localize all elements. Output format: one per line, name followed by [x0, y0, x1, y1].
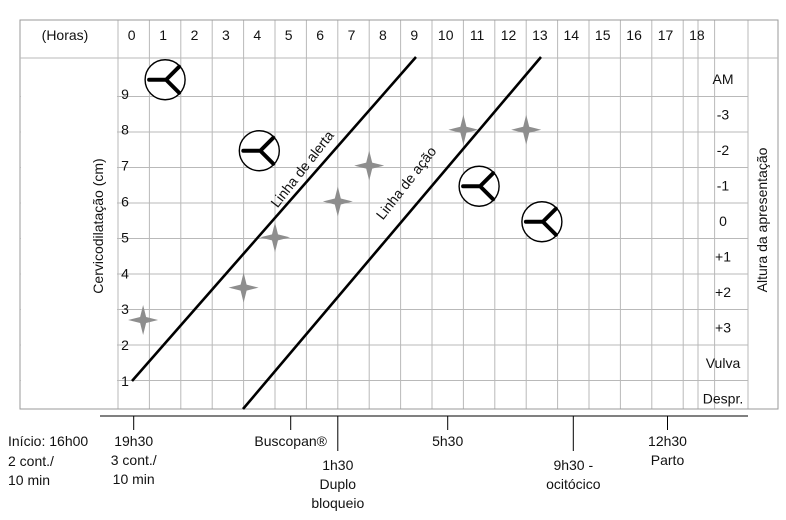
event-label: 19h30: [114, 433, 153, 449]
event-label: 1h30: [322, 457, 353, 473]
hour-label: 8: [379, 27, 387, 43]
event-label: 3 cont./: [111, 452, 157, 468]
hour-label: 3: [222, 27, 230, 43]
event-label: Buscopan®: [254, 433, 327, 449]
dilation-tick: 3: [121, 301, 129, 317]
event-label: 10 min: [113, 471, 155, 487]
hour-label: 10: [438, 27, 454, 43]
fetal-head-station-marker: [144, 59, 186, 101]
station-tick: 0: [719, 213, 727, 229]
hour-label: 14: [564, 27, 580, 43]
hour-label: 7: [348, 27, 356, 43]
station-tick: +1: [715, 248, 731, 264]
alert-line: [131, 56, 417, 382]
dilation-tick: 8: [121, 122, 129, 138]
dilation-ticks: 1 2 3 4 5 6 7 8 9: [121, 86, 129, 389]
hour-label: 2: [191, 27, 199, 43]
action-line: [242, 56, 542, 410]
event-label: Parto: [651, 452, 685, 468]
dilation-star-marker: [260, 222, 290, 253]
fetal-head-station-marker: [238, 130, 280, 172]
hour-label: 9: [410, 27, 418, 43]
dilation-star-marker: [322, 186, 353, 217]
event-label: bloqueio: [311, 495, 364, 511]
station-tick: AM: [713, 71, 734, 87]
dilation-star-marker: [511, 114, 542, 145]
dilation-tick: 4: [121, 265, 129, 281]
event-label: 9h30 -: [553, 457, 593, 473]
dilation-tick: 6: [121, 194, 129, 210]
dilation-tick: 2: [121, 337, 129, 353]
dilation-star-marker: [128, 304, 159, 335]
event-label: Duplo: [320, 476, 357, 492]
dilation-star-marker: [228, 272, 259, 303]
grid: [19, 19, 779, 410]
dilation-tick: 1: [121, 373, 129, 389]
station-tick: Vulva: [706, 355, 741, 371]
hour-label: 4: [253, 27, 261, 43]
hour-label: 16: [626, 27, 642, 43]
hour-label: 18: [689, 27, 705, 43]
grid-frame: [19, 19, 779, 410]
hour-label: 6: [316, 27, 324, 43]
station-markers: [144, 59, 563, 243]
station-tick: Despr.: [703, 390, 743, 406]
event-label: 12h30: [648, 433, 687, 449]
fetal-head-station-marker: [521, 201, 563, 243]
dilation-tick: 5: [121, 229, 129, 245]
alert-line-label: Linha de alerta: [267, 127, 337, 210]
event-label: 5h30: [432, 433, 463, 449]
hour-label: 11: [470, 27, 485, 43]
hour-label: 13: [532, 27, 548, 43]
hour-label: 5: [285, 27, 293, 43]
hour-label: 12: [501, 27, 517, 43]
hour-label: 0: [128, 27, 136, 43]
dilation-star-marker: [354, 150, 385, 181]
hour-label: 1: [159, 27, 167, 43]
dilation-star-marker: [448, 114, 479, 145]
event-label: ocitócico: [546, 476, 601, 492]
hour-label: 17: [658, 27, 674, 43]
station-tick: -1: [717, 177, 730, 193]
hour-label: 15: [595, 27, 611, 43]
start-note-line-1: Início: 16h00: [8, 433, 88, 449]
start-note-line-3: 10 min: [8, 472, 50, 488]
dilation-tick: 9: [121, 86, 129, 102]
dilation-axis-label: Cervicodilatação (cm): [90, 158, 106, 293]
action-line-label: Linha de ação: [373, 143, 440, 222]
dilation-tick: 7: [121, 158, 129, 174]
station-axis-label: Altura da apresentação: [754, 147, 770, 292]
station-tick: +3: [715, 319, 731, 335]
station-tick: -2: [717, 142, 730, 158]
dilation-markers: [128, 114, 542, 335]
fetal-head-station-marker: [458, 165, 500, 207]
start-note-line-2: 2 cont./: [8, 453, 54, 469]
hours-label: (Horas): [42, 27, 89, 43]
left-margin: [21, 59, 117, 408]
station-tick: -3: [717, 106, 730, 122]
station-tick: +2: [715, 284, 731, 300]
